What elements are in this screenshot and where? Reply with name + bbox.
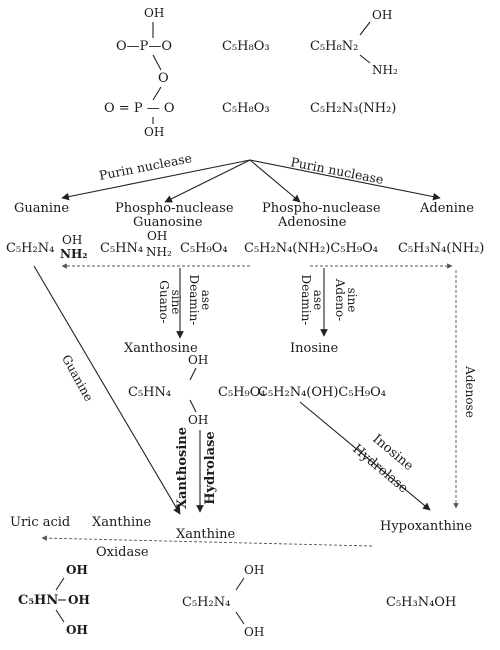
inosine-hydrolase-arrow <box>299 401 431 511</box>
phospho-nuclease-right-label: Phospho-nuclease <box>262 201 381 216</box>
p1-bond-down <box>152 54 162 71</box>
base1-nh2: NH₂ <box>372 63 398 77</box>
base1-oh-bond <box>359 21 371 36</box>
p2-bond-up <box>152 86 162 101</box>
hypoxanthine-label: Hypoxanthine <box>380 519 472 534</box>
xanthosine-structure: OH C₅HN₄ C₅H₉O₄ OH <box>128 353 266 427</box>
xanthosine-oh-bottom: OH <box>188 413 208 427</box>
guanine-enzyme-label: Guanine <box>59 352 96 403</box>
phosphate1-oh: OH <box>144 6 164 20</box>
uric-bond-1 <box>55 577 65 591</box>
nucleotide-structure: OH O—P—O O O = P — O OH C₅H₈O₃ C₅H₈O₃ OH… <box>104 6 398 139</box>
adenosine-deaminase-label-a: Adeno- <box>333 278 347 321</box>
guanosine-formula-oh: OH <box>147 229 167 243</box>
formula-row: C₅H₂N₄ OH NH₂ C₅HN₄ OH NH₂ C₅H₉O₄ C₅H₂N₄… <box>6 229 484 261</box>
xanthosine-oh-top: OH <box>188 353 208 367</box>
guanine-to-xanthine-arrow <box>33 265 181 515</box>
phosphate2-chain: O = P — O <box>104 101 174 116</box>
uric-acid-structure: OH C₅HN OH OH <box>18 563 90 637</box>
arrow-to-guanosine <box>164 159 251 203</box>
nuclease-fan: Purin nuclease Purin nuclease <box>61 150 441 203</box>
phosphate1-chain: O—P—O <box>116 39 172 54</box>
adenose-label: Adenose <box>463 365 477 418</box>
base2-formula: C₅H₂N₃(NH₂) <box>310 101 396 116</box>
uric-oh-1: OH <box>66 563 88 577</box>
phosphate-link-o: O <box>158 71 169 86</box>
uric-base: C₅HN <box>18 593 58 608</box>
guanosine-formula-sugar: C₅H₉O₄ <box>180 241 228 256</box>
guanosine-deamin-label-b: ase <box>199 290 213 310</box>
base1-oh: OH <box>372 8 392 22</box>
deaminase-section: Guano- sine Deamin- ase Deamin- ase Aden… <box>124 268 359 356</box>
xanthine-label: Xanthine <box>176 527 236 542</box>
guanosine-formula-nh2: NH₂ <box>146 245 172 259</box>
adenine-formula: C₅H₃N₄(NH₂) <box>398 241 484 256</box>
guanosine-deaminase-label-b: sine <box>169 290 183 315</box>
xanthosine-hydrolase-label-b: Hydrolase <box>203 431 218 504</box>
xanthosine-label: Xanthosine <box>124 341 198 356</box>
xanthine-bond-1 <box>235 577 245 591</box>
xanthine-oh-1: OH <box>244 563 264 577</box>
guanosine-deamin-label-a: Deamin- <box>187 275 201 326</box>
final-products: Uric acid Xanthine Xanthine Hypoxanthine… <box>10 515 472 560</box>
phospho-nuclease-left-label: Phospho-nuclease <box>115 201 234 216</box>
uric-oh-2: OH <box>68 593 90 607</box>
inosine-label: Inosine <box>290 341 339 356</box>
primary-products: Guanine Phospho-nuclease Guanosine Phosp… <box>14 201 474 230</box>
guanine-label: Guanine <box>14 201 69 216</box>
adenine-label: Adenine <box>419 201 474 216</box>
oxidase-label: Oxidase <box>96 545 149 560</box>
adenosine-deaminase-label-b: sine <box>345 288 359 313</box>
guanine-formula-oh: OH <box>62 233 82 247</box>
guanosine-formula: C₅HN₄ <box>100 241 143 256</box>
purin-nuclease-left-label: Purin nuclease <box>98 150 193 183</box>
sugar1-formula: C₅H₈O₃ <box>222 39 270 54</box>
xanthosine-bond-bottom <box>189 399 197 413</box>
xanthine-oh-2: OH <box>244 625 264 639</box>
xanthosine-base: C₅HN₄ <box>128 385 171 400</box>
guanosine-deaminase-label-a: Guano- <box>157 280 171 323</box>
xanthosine-bond-top <box>189 367 197 381</box>
base1-formula: C₅H₈N₂ <box>310 39 358 54</box>
uric-acid-label: Uric acid <box>10 515 70 530</box>
hydrolase-section: Xanthosine Hydrolase Inosine Hydrolase <box>175 401 431 513</box>
xanthine-structure: OH C₅H₂N₄ OH <box>182 563 264 639</box>
oxidase-arrow <box>41 535 373 547</box>
guanine-formula-nh2: NH₂ <box>60 247 88 261</box>
purin-nuclease-right-label: Purin nuclease <box>289 154 384 187</box>
xanthosine-hydrolase-label-a: Xanthosine <box>175 427 190 509</box>
xanthine-label-left: Xanthine <box>92 515 152 530</box>
arrow-to-adenine <box>249 159 441 201</box>
sugar2-formula: C₅H₈O₃ <box>222 101 270 116</box>
inosine-formula: C₅H₂N₄(OH)C₅H₉O₄ <box>258 385 386 400</box>
hypoxanthine-formula: C₅H₃N₄OH <box>386 595 456 610</box>
guanine-formula: C₅H₂N₄ <box>6 241 54 256</box>
xanthine-base: C₅H₂N₄ <box>182 595 230 610</box>
arrow-to-adenosine <box>249 159 301 203</box>
adenosine-formula: C₅H₂N₄(NH₂)C₅H₉O₄ <box>244 241 378 256</box>
base1-nh2-bond <box>359 54 371 64</box>
adenosine-label: Adenosine <box>277 215 347 230</box>
phosphate2-oh: OH <box>144 125 164 139</box>
adenosine-deamin-label-b: ase <box>311 290 325 310</box>
guanosine-label: Guanosine <box>133 215 203 230</box>
uric-oh-3: OH <box>66 623 88 637</box>
arrow-to-guanine <box>61 159 251 201</box>
adenosine-deamin-label-a: Deamin- <box>299 275 313 326</box>
xanthine-bond-2 <box>235 611 245 625</box>
xanthosine-sugar: C₅H₉O₄ <box>218 385 266 400</box>
uric-bond-3 <box>55 609 65 623</box>
